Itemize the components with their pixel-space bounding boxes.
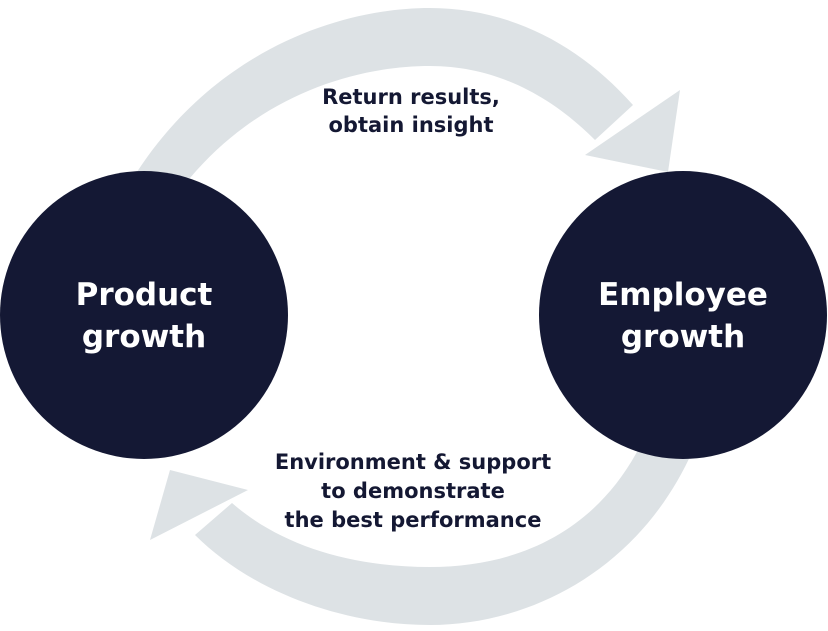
employee-growth-label-line2: growth [621, 319, 745, 355]
top-cycle-arrow [135, 8, 680, 178]
product-growth-circle [0, 171, 288, 459]
top-arrow-caption: Return results, obtain insight [322, 85, 500, 137]
product-growth-node: Product growth [0, 171, 288, 459]
top-arrow-caption-line1: Return results, [322, 85, 500, 109]
top-arrow-caption-line2: obtain insight [329, 113, 494, 137]
bottom-arrow-caption: Environment & support to demonstrate the… [275, 450, 551, 532]
bottom-arrow-caption-line3: the best performance [285, 508, 542, 532]
top-arrowhead [585, 90, 680, 172]
top-arrow-band [135, 8, 633, 178]
bottom-cycle-arrow [150, 450, 693, 625]
bottom-arrowhead [150, 470, 248, 540]
product-growth-label-line2: growth [82, 319, 206, 355]
employee-growth-label-line1: Employee [598, 277, 768, 313]
product-growth-label-line1: Product [76, 277, 213, 313]
bottom-arrow-caption-line2: to demonstrate [321, 479, 505, 503]
employee-growth-circle [539, 171, 827, 459]
bottom-arrow-band [195, 450, 693, 625]
employee-growth-node: Employee growth [539, 171, 827, 459]
bottom-arrow-caption-line1: Environment & support [275, 450, 551, 474]
